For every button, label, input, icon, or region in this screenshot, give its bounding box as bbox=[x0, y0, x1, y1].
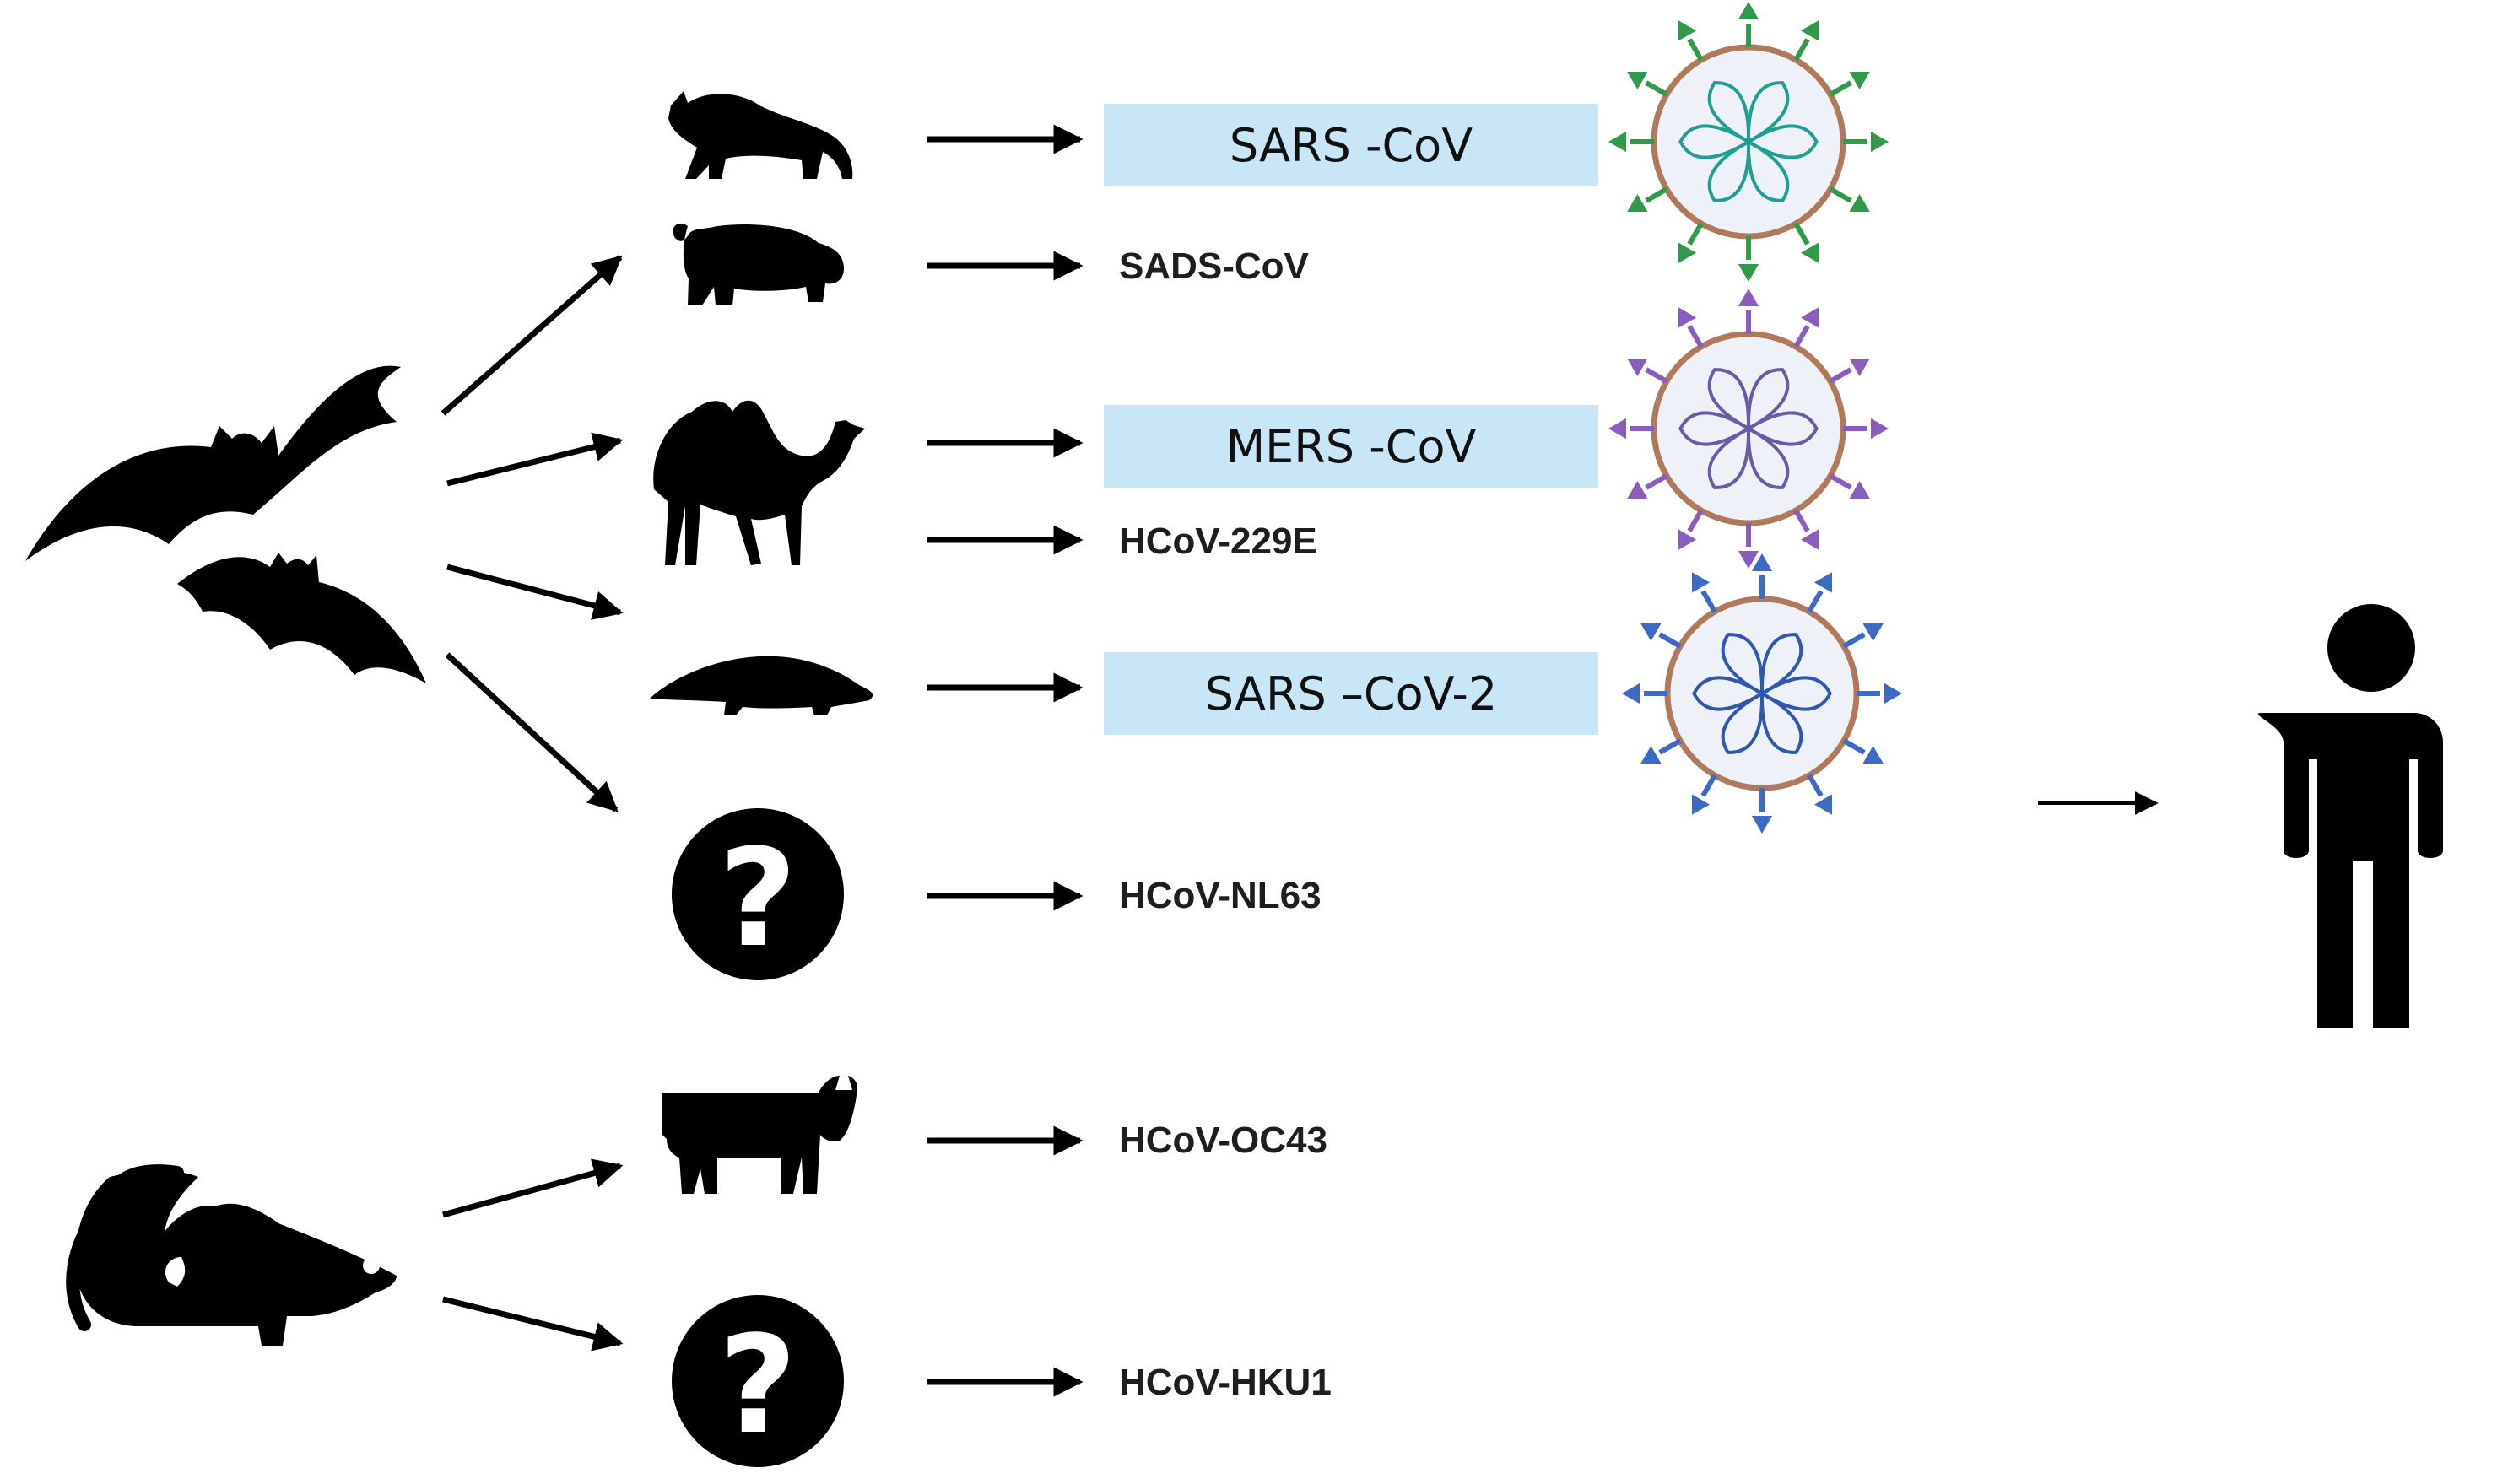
mers-cov-label: MERS -CoV bbox=[1225, 419, 1477, 473]
hcov-nl63-label: HCoV-NL63 bbox=[1119, 875, 1322, 916]
mers-cov-label-box: MERS -CoV bbox=[1104, 405, 1598, 488]
cow-icon bbox=[662, 1076, 858, 1194]
pig-icon bbox=[673, 223, 844, 305]
bat-to-pig-arrow bbox=[441, 255, 623, 416]
rodent-tail-top bbox=[111, 1164, 184, 1192]
rodent-to-cow-arrow bbox=[442, 1158, 624, 1218]
pangolin-icon bbox=[650, 656, 873, 715]
hcov-hku1-label: HCoV-HKU1 bbox=[1119, 1362, 1332, 1403]
rodent-ear-icon bbox=[165, 1257, 186, 1287]
small-bat-icon bbox=[177, 553, 426, 683]
sars-cov-2-label: SARS –CoV-2 bbox=[1204, 666, 1498, 720]
human-icon bbox=[2257, 604, 2443, 1028]
bat-icon bbox=[25, 365, 401, 561]
question-mark-2: ? bbox=[719, 1306, 797, 1464]
civet-icon bbox=[668, 91, 853, 179]
camel-icon bbox=[653, 400, 865, 565]
rodent-tail bbox=[66, 1174, 133, 1331]
sars-cov-virus-icon bbox=[1608, 2, 1889, 282]
question-icon-2: ? bbox=[672, 1295, 844, 1467]
sars-cov-label: SARS -CoV bbox=[1229, 118, 1473, 172]
sads-cov-label: SADS-CoV bbox=[1119, 246, 1309, 287]
bat-to-pangolin-arrow bbox=[446, 564, 624, 620]
rodent-to-unknown-arrow bbox=[442, 1296, 624, 1352]
hcov-229e-label: HCoV-229E bbox=[1119, 521, 1317, 562]
mers-cov-virus-icon bbox=[1608, 289, 1889, 569]
sars-cov-2-label-box: SARS –CoV-2 bbox=[1104, 652, 1598, 735]
question-mark-1: ? bbox=[719, 819, 797, 977]
bat-to-camel-arrow bbox=[446, 432, 624, 487]
rodent-icon bbox=[75, 1170, 397, 1346]
bat-to-unknown-arrow bbox=[445, 652, 619, 812]
rodent-eye-icon bbox=[363, 1257, 380, 1274]
question-icon-1: ? bbox=[672, 808, 844, 980]
sars-cov-2-virus-icon bbox=[1622, 553, 1902, 834]
hcov-oc43-label: HCoV-OC43 bbox=[1119, 1120, 1327, 1161]
sars-cov-label-box: SARS -CoV bbox=[1104, 104, 1598, 186]
